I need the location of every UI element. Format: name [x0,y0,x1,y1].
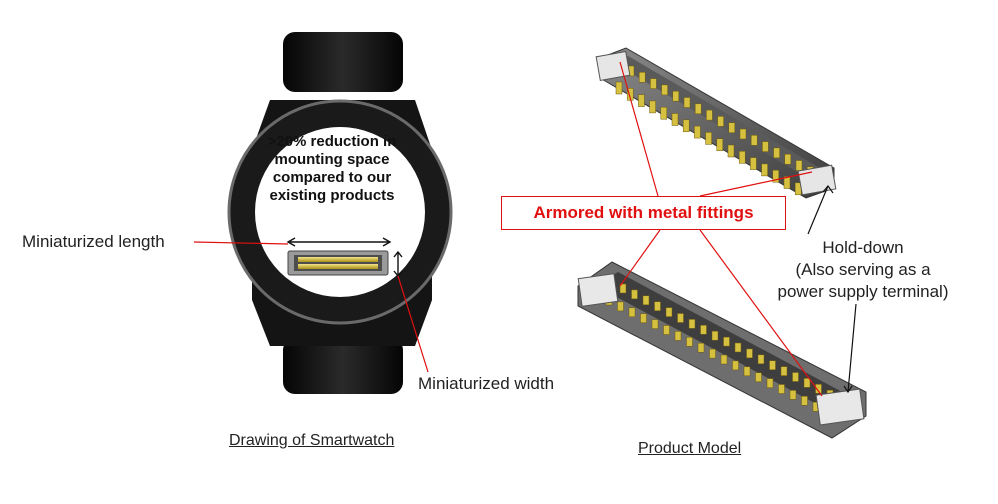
claim-text: >20% reduction in mounting space compare… [267,133,397,204]
lower-top-pin [677,313,684,323]
lower-bottom-pin [789,390,797,400]
lower-bottom-pin [640,313,647,323]
product-caption: Product Model [638,440,742,457]
upper-top-pin [795,160,803,171]
upper-top-pin [694,103,702,115]
upper-bottom-pin [783,176,791,189]
lower-top-pin [792,372,799,382]
length-label: Miniaturized length [22,232,165,251]
lower-top-pin [631,289,638,300]
upper-bottom-pin [727,144,735,158]
upper-top-pin [650,78,657,89]
upper-bottom-pin [738,151,746,164]
upper-bottom-pin [649,100,656,114]
width-label: Miniaturized width [418,374,555,393]
lower-bottom-pin [755,372,762,382]
upper-top-pin [784,153,792,165]
lower-fitting-right [815,388,865,426]
holddown-line-3: power supply terminal) [777,282,949,301]
upper-bottom-pin [660,106,668,120]
length-leader-line [193,241,289,245]
width-leader-line [397,275,429,373]
lower-top-pin [711,330,719,341]
upper-top-pin [672,90,680,102]
connector-on-dial [287,250,389,276]
upper-fitting-left [595,50,631,82]
lower-bottom-pin [778,384,785,394]
lower-top-pin [803,378,811,388]
lower-top-pin [619,283,627,294]
upper-pin-row [615,65,814,196]
lower-bottom-pin [686,337,693,347]
holddown-line-2: (Also serving as a [795,260,931,279]
lower-connector [577,261,867,439]
upper-bottom-pin [772,169,780,183]
callout-leader-lines [619,61,823,397]
upper-top-pin [683,97,691,108]
lower-top-pin [642,295,650,306]
upper-top-pin [739,128,747,140]
upper-bottom-pin [626,88,634,101]
holddown-line-1: Hold-down [822,238,904,257]
upper-bottom-pin [638,94,645,107]
upper-top-pin [706,109,713,121]
upper-bottom-pin [671,113,679,126]
upper-top-pin [638,72,646,83]
lower-bottom-pin [709,348,716,359]
smartwatch [193,32,453,394]
lower-strap [283,338,403,394]
holddown-label: Hold-down (Also serving as a power suppl… [748,237,978,303]
upper-bottom-pin [694,125,701,139]
lower-top-pin [654,301,661,311]
holddown-leader-lines [807,185,857,394]
lower-top-pin [746,348,753,359]
upper-bottom-pin [761,163,768,177]
upper-bottom-pin [682,119,690,133]
upper-bottom-pin [716,138,724,151]
lower-top-pin [815,384,822,394]
lower-top-pin [769,360,776,370]
lower-bottom-pin [697,342,705,353]
lower-top-pin [723,336,730,347]
lower-bottom-pin [651,319,659,329]
upper-bottom-pin [705,132,712,145]
lower-bottom-pin [617,301,624,312]
upper-top-pin [750,135,758,146]
lower-top-pin [734,342,742,353]
lower-bottom-pin [743,366,751,377]
lower-bottom-pin [801,396,808,406]
upper-top-pin [728,122,736,133]
lower-bottom-pin [766,378,774,388]
lower-bottom-pin [663,325,670,335]
upper-top-pin [717,116,724,127]
metal-fittings-callout: Armored with metal fittings [501,196,786,230]
lower-top-pin [780,366,788,376]
upper-top-pin [773,147,780,159]
lower-top-pin [757,354,765,365]
lower-top-pin [688,319,696,329]
lower-bottom-pin [732,360,739,371]
lower-fitting-left [577,273,619,307]
upper-top-pin [661,84,668,96]
upper-bottom-pin [750,157,757,170]
upper-bottom-pin [615,81,623,95]
upper-strap [283,32,403,92]
lower-top-pin [665,307,673,317]
watch-caption: Drawing of Smartwatch [229,432,395,449]
upper-connector [595,47,837,199]
upper-top-pin [762,141,769,152]
upper-fitting-right [797,164,837,196]
lower-bottom-pin [720,354,728,365]
lower-bottom-pin [628,307,636,318]
length-arrow [286,237,392,247]
lower-bottom-pin [674,331,682,341]
lower-top-pin [700,325,707,335]
